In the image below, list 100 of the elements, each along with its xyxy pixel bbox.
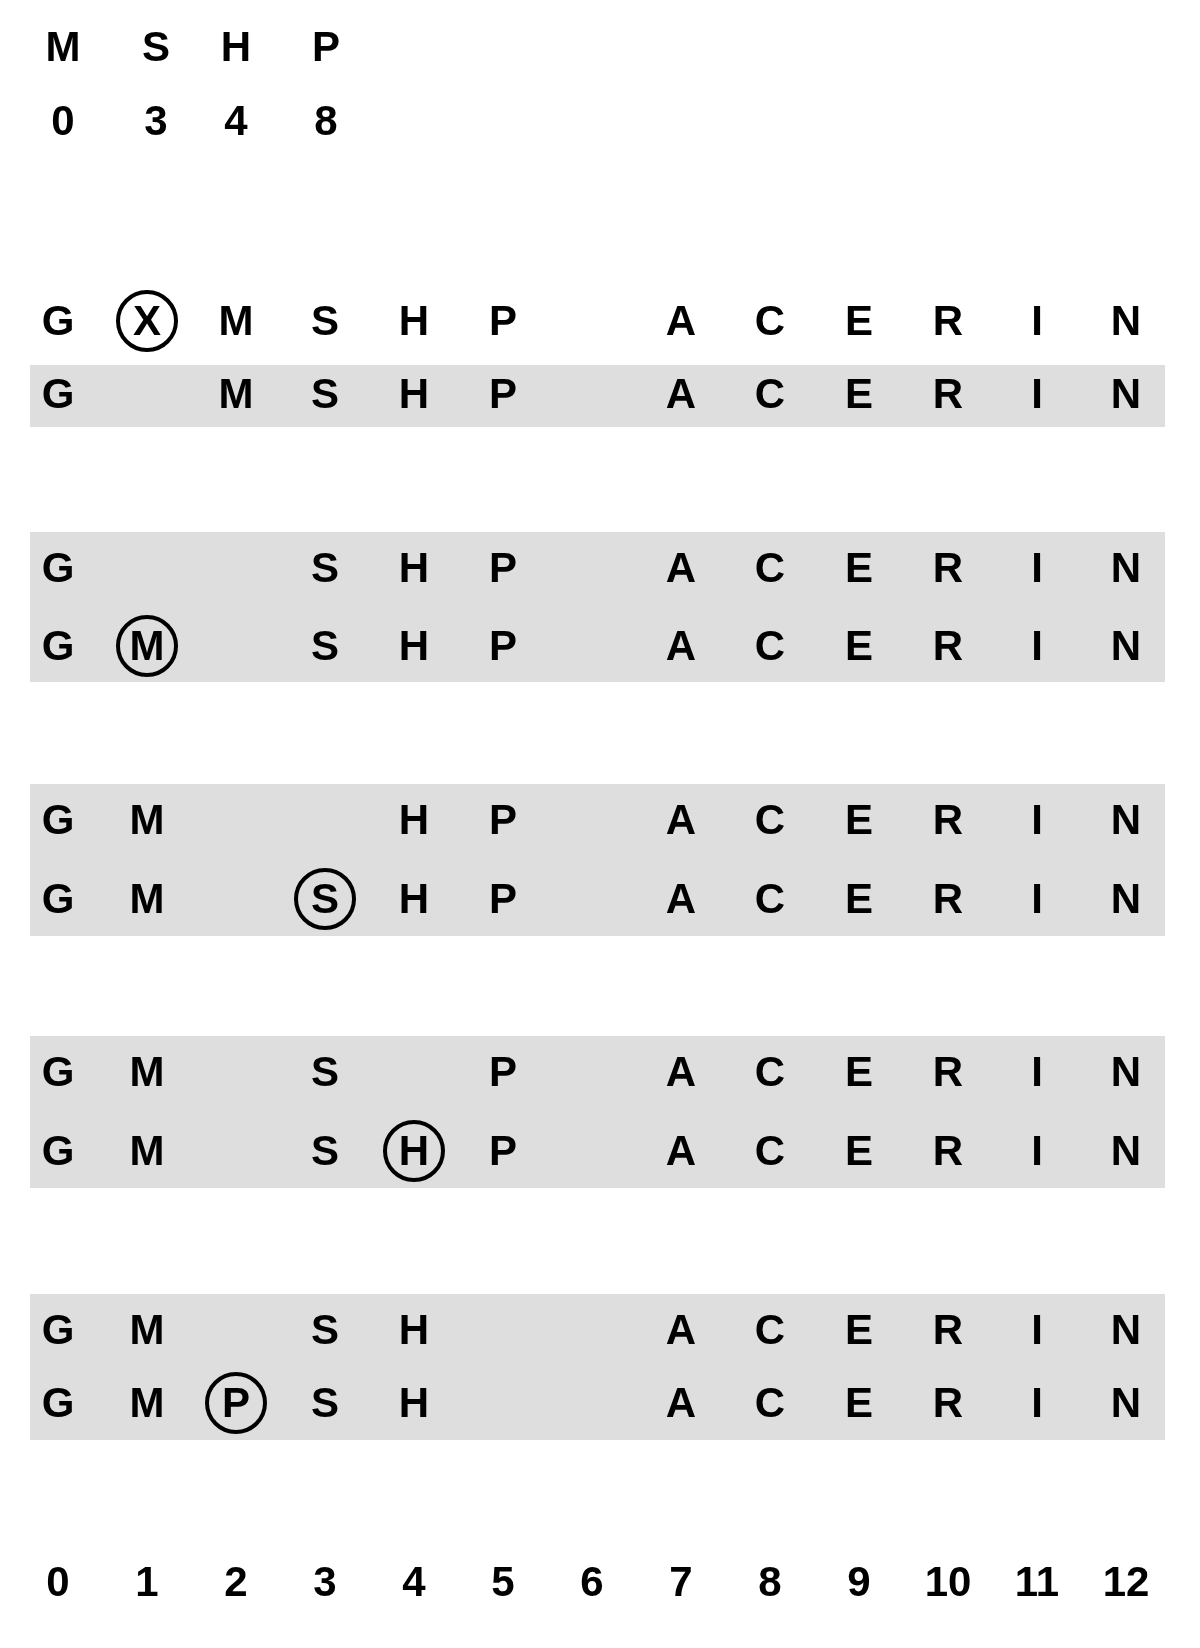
letter-label: E xyxy=(845,799,873,841)
circled-letter: X xyxy=(116,290,178,352)
letter-label: P xyxy=(312,26,340,68)
letter-label: I xyxy=(1031,1309,1043,1351)
position-number: 8 xyxy=(314,100,338,142)
position-number: 6 xyxy=(580,1561,604,1603)
letter-label: I xyxy=(1031,625,1043,667)
letter-label: R xyxy=(932,300,964,342)
letter-label: C xyxy=(754,1309,786,1351)
letter-label: N xyxy=(1110,625,1142,667)
letter-label: C xyxy=(754,1382,786,1424)
letter-label: A xyxy=(665,878,697,920)
letter-label: S xyxy=(311,547,339,589)
letter-label: C xyxy=(754,878,786,920)
letter-label: E xyxy=(845,547,873,589)
letter-label: R xyxy=(932,1130,964,1172)
letter-label: S xyxy=(311,1130,339,1172)
letter-label: C xyxy=(754,373,786,415)
position-number: 1 xyxy=(135,1561,159,1603)
letter-label: P xyxy=(489,300,517,342)
letter-label: H xyxy=(398,625,430,667)
letter-label: S xyxy=(311,1051,339,1093)
position-number: 9 xyxy=(847,1561,871,1603)
letter-label: I xyxy=(1031,878,1043,920)
position-number: 7 xyxy=(669,1561,693,1603)
letter-label: P xyxy=(489,625,517,667)
letter-label: C xyxy=(754,799,786,841)
position-number: 10 xyxy=(924,1561,972,1603)
letter-label: E xyxy=(845,1051,873,1093)
letter-label: I xyxy=(1031,1382,1043,1424)
letter-label: S xyxy=(311,1309,339,1351)
position-number: 12 xyxy=(1102,1561,1150,1603)
position-number: 3 xyxy=(313,1561,337,1603)
letter-label: H xyxy=(398,547,430,589)
letter-label: E xyxy=(845,1309,873,1351)
letter-label: A xyxy=(665,1309,697,1351)
letter-label: H xyxy=(398,300,430,342)
letter-label: I xyxy=(1031,373,1043,415)
letter-label: N xyxy=(1110,1051,1142,1093)
letter-label: S xyxy=(142,26,170,68)
letter-label: E xyxy=(845,878,873,920)
letter-label: C xyxy=(754,300,786,342)
letter-label: M xyxy=(129,1051,165,1093)
position-number: 4 xyxy=(224,100,248,142)
letter-label: P xyxy=(489,1130,517,1172)
letter-label: C xyxy=(754,1051,786,1093)
circled-letter: H xyxy=(383,1120,445,1182)
letter-label: N xyxy=(1110,373,1142,415)
letter-label: P xyxy=(489,373,517,415)
letter-label: M xyxy=(45,26,81,68)
letter-label: N xyxy=(1110,878,1142,920)
letter-label: A xyxy=(665,373,697,415)
letter-label: A xyxy=(665,625,697,667)
letter-label: S xyxy=(311,625,339,667)
letter-label: M xyxy=(218,373,254,415)
letter-label: A xyxy=(665,300,697,342)
letter-label: H xyxy=(398,878,430,920)
letter-label: I xyxy=(1031,300,1043,342)
letter-label: S xyxy=(311,373,339,415)
letter-label: H xyxy=(398,1309,430,1351)
letter-label: H xyxy=(398,373,430,415)
letter-label: A xyxy=(665,1382,697,1424)
position-number: 3 xyxy=(144,100,168,142)
circled-letter: P xyxy=(205,1372,267,1434)
letter-label: N xyxy=(1110,1130,1142,1172)
letter-label: M xyxy=(218,300,254,342)
letter-label: E xyxy=(845,625,873,667)
position-number: 8 xyxy=(758,1561,782,1603)
letter-label: I xyxy=(1031,1051,1043,1093)
letter-label: E xyxy=(845,1130,873,1172)
letter-label: A xyxy=(665,799,697,841)
letter-label: I xyxy=(1031,1130,1043,1172)
letter-label: A xyxy=(665,1051,697,1093)
letter-label: C xyxy=(754,547,786,589)
letter-label: N xyxy=(1110,799,1142,841)
letter-label: G xyxy=(41,373,75,415)
letter-label: N xyxy=(1110,547,1142,589)
circled-letter: M xyxy=(116,615,178,677)
position-number: 11 xyxy=(1014,1561,1060,1603)
letter-label: P xyxy=(489,878,517,920)
letter-label: P xyxy=(489,1051,517,1093)
letter-label: N xyxy=(1110,1382,1142,1424)
letter-label: H xyxy=(398,1382,430,1424)
letter-label: G xyxy=(41,300,75,342)
letter-label: C xyxy=(754,625,786,667)
letter-label: C xyxy=(754,1130,786,1172)
letter-label: R xyxy=(932,1051,964,1093)
position-number: 5 xyxy=(491,1561,515,1603)
letter-label: R xyxy=(932,625,964,667)
letter-label: M xyxy=(129,799,165,841)
letter-label: G xyxy=(41,1309,75,1351)
letter-label: R xyxy=(932,799,964,841)
letter-label: M xyxy=(129,1382,165,1424)
letter-label: N xyxy=(1110,1309,1142,1351)
circled-letter: S xyxy=(294,868,356,930)
letter-label: R xyxy=(932,1382,964,1424)
position-number: 4 xyxy=(402,1561,426,1603)
letter-label: G xyxy=(41,799,75,841)
letter-label: I xyxy=(1031,547,1043,589)
letter-label: N xyxy=(1110,300,1142,342)
